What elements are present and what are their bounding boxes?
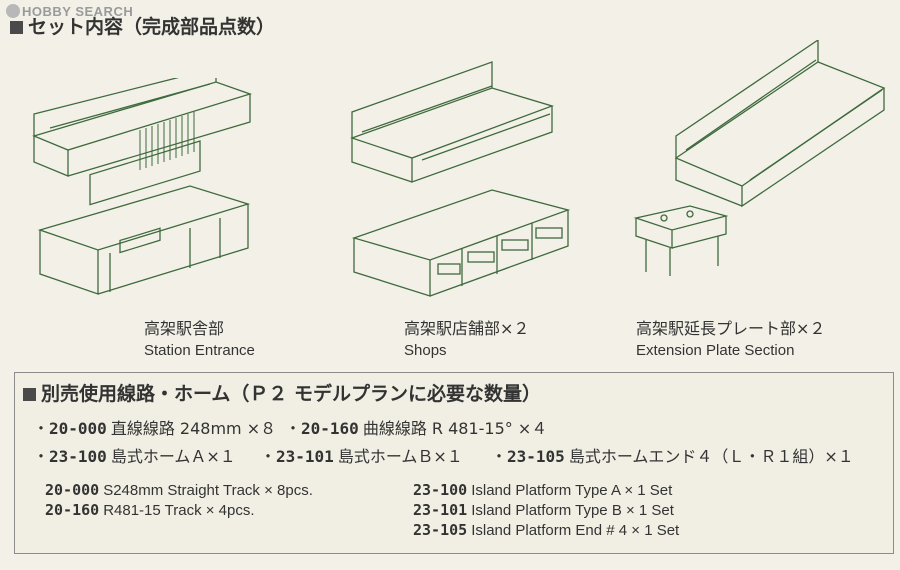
item-text: 島式ホームＢ×１ <box>337 447 463 466</box>
square-bullet-icon <box>23 388 36 401</box>
caption-jp: 高架駅店舗部×２ <box>404 319 530 338</box>
item-text: 島式ホームエンド４（Ｌ・Ｒ１組）×１ <box>568 447 854 466</box>
item-code: 20-160 <box>45 501 100 519</box>
extension-plate-illustration <box>630 40 890 280</box>
item-code: 23-105 <box>413 521 468 539</box>
item-text: Island Platform End # 4 × 1 Set <box>471 522 680 539</box>
item-code: 20-000 <box>49 419 107 438</box>
item-text: 直線線路 248mm ×８ <box>110 419 277 438</box>
caption-station-entrance: 高架駅舎部 Station Entrance <box>144 315 255 359</box>
separately-sold-title: 別売使用線路・ホーム（Ｐ２ モデルプランに必要な数量） <box>23 379 541 406</box>
item-text: S248mm Straight Track × 8pcs. <box>103 482 313 499</box>
caption-en: Shops <box>404 342 447 359</box>
caption-jp: 高架駅舎部 <box>144 319 225 338</box>
item-text: 島式ホームＡ×１ <box>110 447 236 466</box>
set-contents-title: セット内容（完成部品点数） <box>10 12 275 39</box>
item-code: 20-160 <box>301 419 359 438</box>
item-code: 23-100 <box>49 447 107 466</box>
item-code: 23-101 <box>276 447 334 466</box>
caption-shops: 高架駅店舗部×２ Shops <box>404 315 529 359</box>
item-code: 23-105 <box>507 447 565 466</box>
shops-drawing <box>350 61 571 297</box>
item-text: 曲線線路 R 481-15° ×４ <box>362 419 548 438</box>
watermark: HOBBY SEARCH <box>6 4 133 19</box>
station-entrance-illustration <box>30 78 260 296</box>
item-code: 23-101 <box>413 501 468 519</box>
item-text: Island Platform Type A × 1 Set <box>471 482 673 499</box>
item-text: R481-15 Track × 4pcs. <box>103 502 255 519</box>
extension-plate-drawing <box>633 40 886 276</box>
item-code: 20-000 <box>45 481 100 499</box>
shops-illustration <box>342 40 582 298</box>
station-entrance-drawing <box>32 78 253 295</box>
caption-jp: 高架駅延長プレート部×２ <box>636 319 826 338</box>
caption-extension-plate: 高架駅延長プレート部×２ Extension Plate Section <box>636 315 825 359</box>
caption-en: Extension Plate Section <box>636 342 795 359</box>
square-bullet-icon <box>10 21 23 34</box>
item-code: 23-100 <box>413 481 468 499</box>
watermark-logo-icon <box>6 4 20 18</box>
caption-en: Station Entrance <box>144 342 255 359</box>
item-text: Island Platform Type B × 1 Set <box>471 502 674 519</box>
